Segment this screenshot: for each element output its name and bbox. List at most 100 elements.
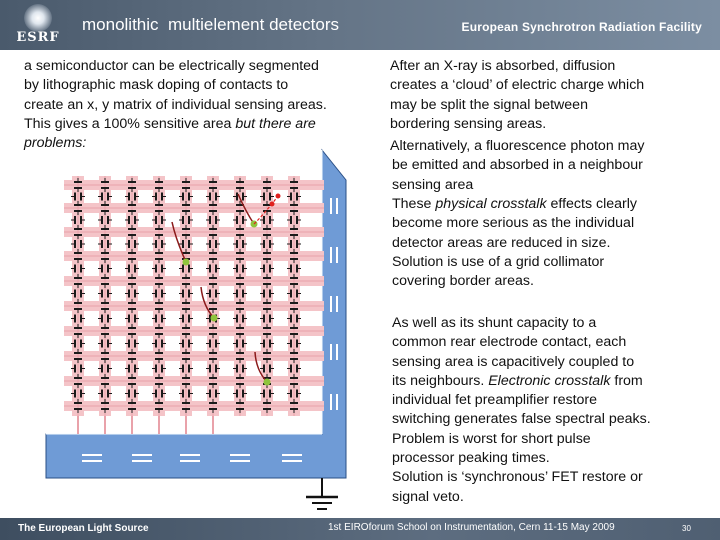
grid-column-strip (180, 176, 192, 416)
capacitor-vertical (287, 240, 301, 248)
capacitor-horizontal (236, 374, 244, 388)
capacitor-vertical (152, 364, 166, 373)
capacitor-vertical (287, 289, 301, 298)
capacitor-vertical (179, 192, 193, 201)
capacitor-vertical (260, 216, 274, 224)
capacitor-horizontal (182, 225, 190, 239)
capacitor-horizontal (74, 178, 82, 192)
footer-tagline: The European Light Source (18, 523, 149, 534)
capacitor-vertical (179, 314, 193, 323)
shunt-capacitor-bottom (132, 454, 152, 462)
capacitor-vertical (98, 314, 112, 323)
grid-row-strip (64, 203, 324, 213)
capacitor-vertical (206, 314, 220, 323)
capacitor-vertical (260, 389, 274, 398)
capacitor-horizontal (155, 349, 163, 363)
capacitor-horizontal (155, 225, 163, 239)
intro-line: problems: (24, 134, 384, 153)
capacitor-horizontal (155, 374, 163, 388)
capacitor-horizontal (101, 225, 109, 239)
capacitor-vertical (260, 364, 274, 373)
capacitor-horizontal (182, 399, 190, 413)
capacitor-vertical (233, 289, 247, 298)
ground-symbol (306, 478, 338, 510)
capacitor-horizontal (263, 374, 271, 388)
capacitor-horizontal (263, 201, 271, 215)
capacitor-horizontal (236, 399, 244, 413)
capacitor-vertical (71, 264, 85, 273)
capacitor-horizontal (182, 274, 190, 288)
capacitor-horizontal (209, 225, 217, 239)
intro-line-text: This gives a 100% sensitive area (24, 115, 236, 132)
capacitor-vertical (206, 389, 220, 398)
capacitor-vertical (179, 289, 193, 298)
intro-italic-text: but there are (235, 115, 316, 132)
text-line: sensing area is capacitively coupled to (392, 353, 635, 370)
capacitor-horizontal (101, 324, 109, 338)
capacitor-horizontal (74, 299, 82, 313)
text-span: from (610, 372, 643, 389)
capacitor-horizontal (236, 178, 244, 192)
capacitor-vertical (125, 289, 139, 298)
intro-italic-text: problems: (24, 135, 87, 152)
capacitor-vertical (179, 364, 193, 373)
intro-line: by lithographic mask doping of contacts … (24, 77, 289, 94)
capacitor-vertical (287, 389, 301, 398)
capacitor-horizontal (290, 249, 298, 263)
shunt-capacitors (77, 198, 338, 462)
capacitor-horizontal (182, 349, 190, 363)
capacitor-horizontal (182, 374, 190, 388)
text-line: After an X-ray is absorbed, diffusion (390, 58, 616, 74)
text-line: switching generates false spectral peaks… (392, 411, 651, 428)
capacitor-vertical (71, 192, 85, 201)
capacitor-horizontal (236, 249, 244, 263)
capacitor-horizontal (128, 274, 136, 288)
capacitor-vertical (152, 192, 166, 201)
shunt-capacitor-bottom (180, 454, 200, 462)
capacitor-horizontal (74, 249, 82, 263)
capacitor-horizontal (263, 299, 271, 313)
capacitor-vertical (98, 240, 112, 248)
absorption-point (210, 314, 218, 322)
page-number: 30 (682, 524, 691, 533)
capacitor-horizontal (128, 374, 136, 388)
capacitor-horizontal (290, 225, 298, 239)
capacitor-vertical (98, 339, 112, 348)
text-line: individual fet preamplifier restore (392, 392, 598, 409)
capacitor-vertical (206, 240, 220, 248)
capacitor-horizontal (101, 249, 109, 263)
charge-track (254, 351, 268, 383)
capacitor-horizontal (155, 249, 163, 263)
grid-column-strip (207, 176, 219, 416)
capacitor-horizontal (74, 374, 82, 388)
segment-grid (64, 176, 324, 416)
intro-line: This gives a 100% sensitive area but the… (24, 115, 384, 134)
logo-text: ESRF (16, 30, 60, 45)
capacitor-vertical (152, 240, 166, 248)
capacitor-vertical (287, 216, 301, 224)
capacitor-horizontal (236, 274, 244, 288)
text-line: These physical crosstalk effects clearly (390, 195, 715, 214)
capacitor-vertical (206, 289, 220, 298)
capacitor-horizontal (74, 274, 82, 288)
capacitor-horizontal (74, 225, 82, 239)
capacitor-vertical (71, 240, 85, 248)
capacitor-vertical (260, 314, 274, 323)
capacitor-vertical (98, 364, 112, 373)
capacitor-horizontal (128, 349, 136, 363)
intro-line: a semiconductor can be electrically segm… (24, 58, 319, 74)
text-line: signal veto. (392, 488, 464, 505)
capacitor-horizontal (209, 201, 217, 215)
capacitor-vertical (206, 192, 220, 201)
italic-term: physical crosstalk (435, 196, 547, 213)
capacitor-vertical (260, 289, 274, 298)
slide-title: monolithic multielement detectors (82, 15, 340, 34)
capacitor-vertical (125, 389, 139, 398)
capacitor-horizontal (290, 274, 298, 288)
capacitor-vertical (233, 339, 247, 348)
capacitor-horizontal (128, 249, 136, 263)
shunt-capacitor-right (330, 394, 338, 410)
charge-track (171, 221, 187, 263)
text-line: Problem is worst for short pulse (392, 430, 591, 447)
intro-text: a semiconductor can be electrically segm… (24, 57, 384, 153)
